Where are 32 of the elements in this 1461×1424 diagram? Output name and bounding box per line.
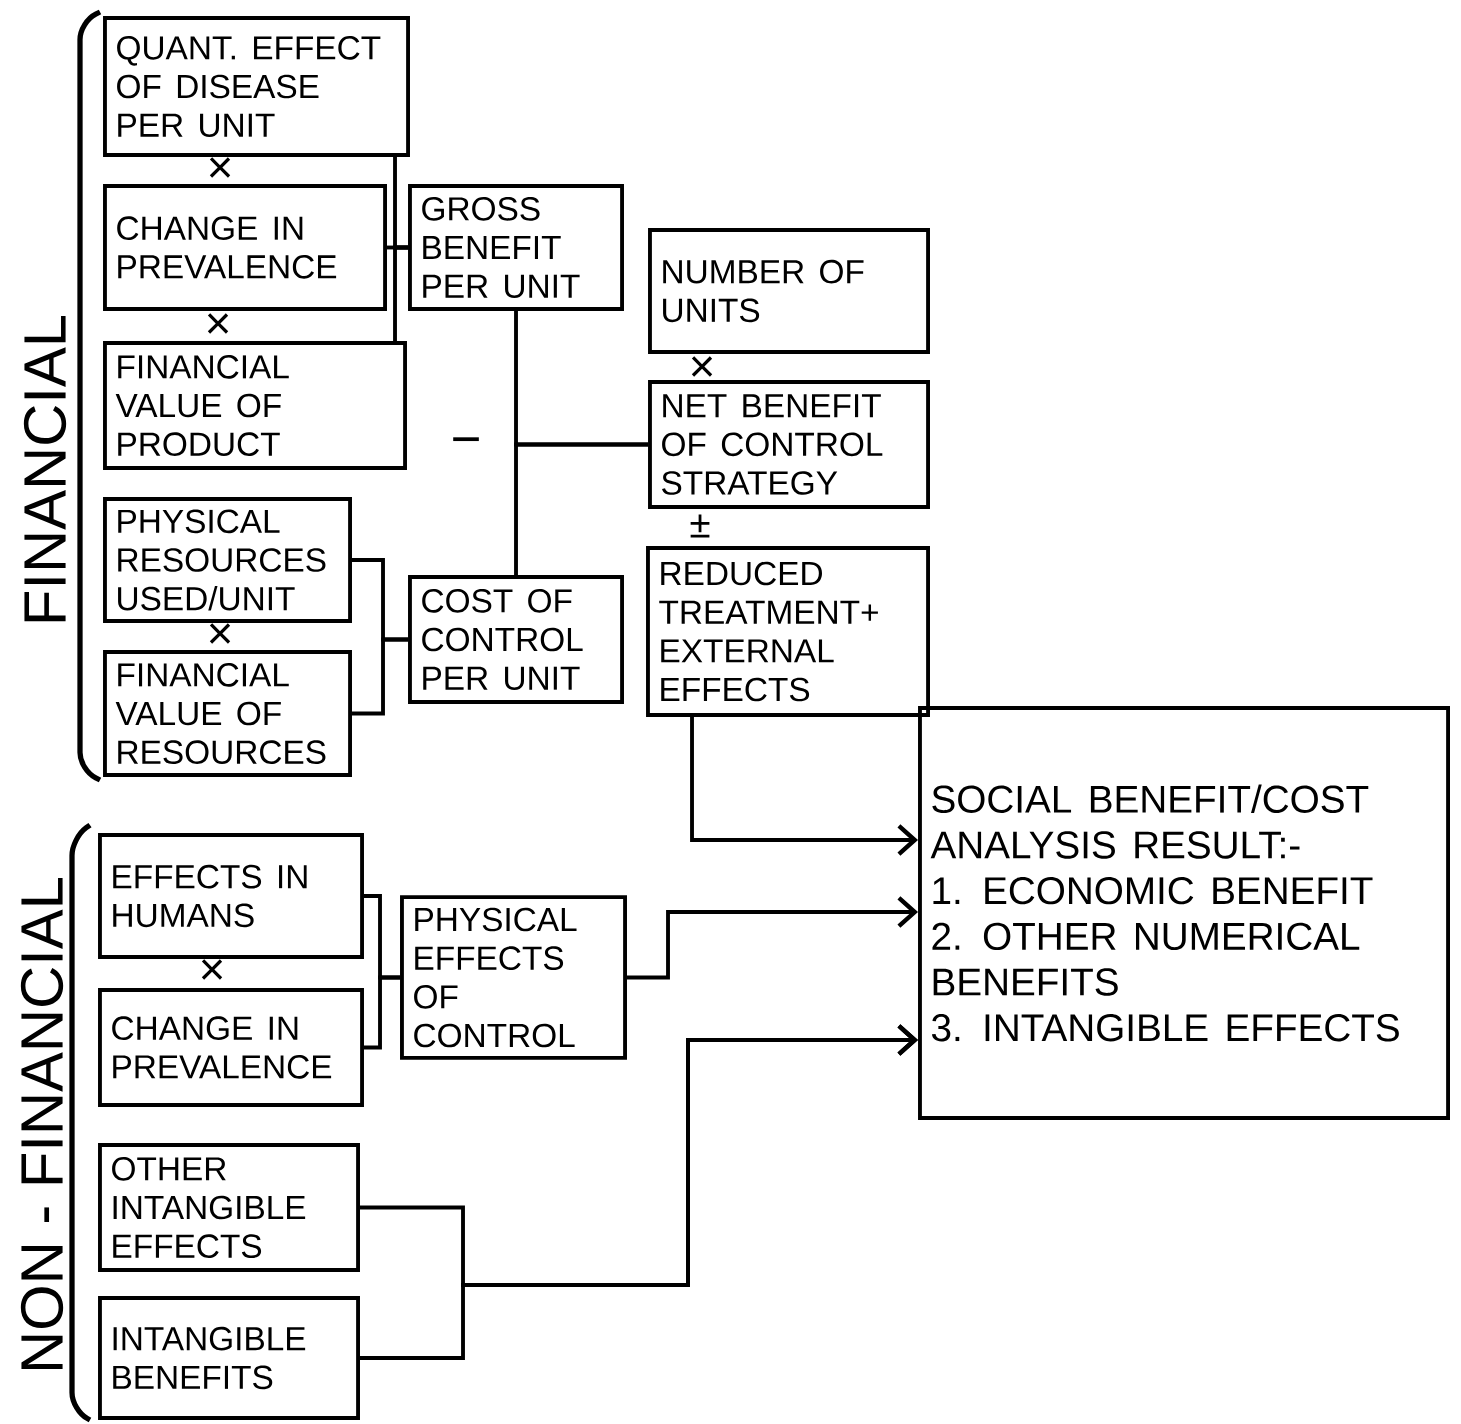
operator-sign: − <box>453 437 479 442</box>
connector-line <box>514 442 649 576</box>
process-box: FINANCIAL VALUE OF RESOURCES <box>103 650 352 777</box>
process-box: NET BENEFIT OF CONTROL STRATEGY <box>648 380 930 509</box>
operator-sign: × <box>209 623 231 644</box>
process-box: NUMBER OF UNITS <box>648 228 930 354</box>
process-box: PHYSICAL EFFECTS OF CONTROL <box>400 895 627 1060</box>
arrow <box>627 896 919 980</box>
connector-line <box>352 637 409 716</box>
operator-sign: × <box>209 157 231 178</box>
process-box: GROSS BENEFIT PER UNIT <box>408 184 624 311</box>
axis-label: NON - FINANCIAL <box>20 878 64 1370</box>
axis-label: FINANCIAL <box>23 315 67 622</box>
operator-sign: × <box>207 313 229 334</box>
process-box: PHYSICAL RESOURCES USED/UNIT <box>103 497 352 623</box>
result-box: SOCIAL BENEFIT/COST ANALYSIS RESULT:- 1. ECONOMIC BENEFIT 2. OTHER NUMERICAL BENEFITS 3. INTANGIBLE EFFECTS <box>918 706 1450 1120</box>
process-box: CHANGE IN PREVALENCE <box>103 184 387 311</box>
process-box: CHANGE IN PREVALENCE <box>98 988 364 1107</box>
process-box: REDUCED TREATMENT+ EXTERNAL EFFECTS <box>646 546 930 717</box>
arrow <box>360 1024 919 1360</box>
arrow <box>690 716 919 856</box>
operator-sign: ± <box>690 514 710 538</box>
process-box: FINANCIAL VALUE OF PRODUCT <box>103 341 407 470</box>
process-box: EFFECTS IN HUMANS <box>98 833 364 959</box>
connector-line <box>364 975 401 1050</box>
process-box: INTANGIBLE BENEFITS <box>98 1296 360 1420</box>
process-box: QUANT. EFFECT OF DISEASE PER UNIT <box>103 16 410 157</box>
operator-sign: × <box>691 356 713 377</box>
operator-sign: × <box>201 959 223 980</box>
process-box: COST OF CONTROL PER UNIT <box>408 575 624 704</box>
process-box: OTHER INTANGIBLE EFFECTS <box>98 1143 360 1272</box>
connector-line <box>393 245 409 342</box>
